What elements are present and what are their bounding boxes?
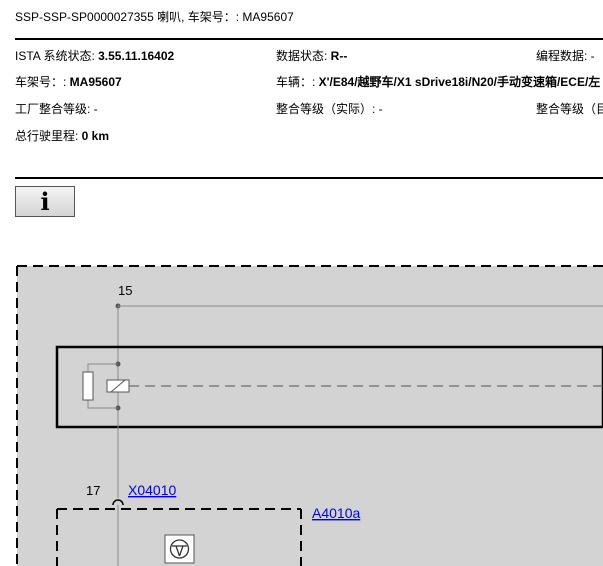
header-divider bbox=[15, 38, 603, 40]
relay-coil-diagonal bbox=[110, 379, 126, 393]
section-divider bbox=[15, 177, 603, 179]
integration-level-target: 整合等级（目 bbox=[536, 102, 603, 116]
relay-resistor-symbol bbox=[82, 371, 94, 401]
component-link-a4010a[interactable]: A4010a bbox=[312, 505, 360, 521]
terminal-15-label: 15 bbox=[118, 283, 132, 298]
programming-data: 编程数据: - bbox=[536, 49, 595, 63]
data-status: 数据状态: R-- bbox=[276, 49, 348, 63]
connector-link-x04010[interactable]: X04010 bbox=[128, 482, 176, 498]
terminal-17-label: 17 bbox=[86, 483, 100, 498]
relay-module-box bbox=[55, 345, 603, 429]
integration-level-actual: 整合等级（实际）: - bbox=[276, 102, 383, 116]
ista-status: ISTA 系统状态: 3.55.11.16402 bbox=[15, 49, 175, 63]
vin: 车架号：: MA95607 bbox=[15, 75, 122, 89]
connector-pin-symbol bbox=[112, 499, 124, 506]
info-icon: i bbox=[40, 186, 50, 216]
factory-integration-level: 工厂整合等级: - bbox=[15, 102, 98, 116]
document-title: SSP-SSP-SP0000027355 喇叭, 车架号：: MA95607 bbox=[15, 10, 294, 24]
vehicle: 车辆：: X'/E84/越野车/X1 sDrive18i/N20/手动变速箱/E… bbox=[276, 75, 601, 89]
horn-icon bbox=[164, 534, 195, 564]
total-mileage: 总行驶里程: 0 km bbox=[15, 129, 110, 143]
info-button[interactable]: i bbox=[15, 186, 75, 217]
